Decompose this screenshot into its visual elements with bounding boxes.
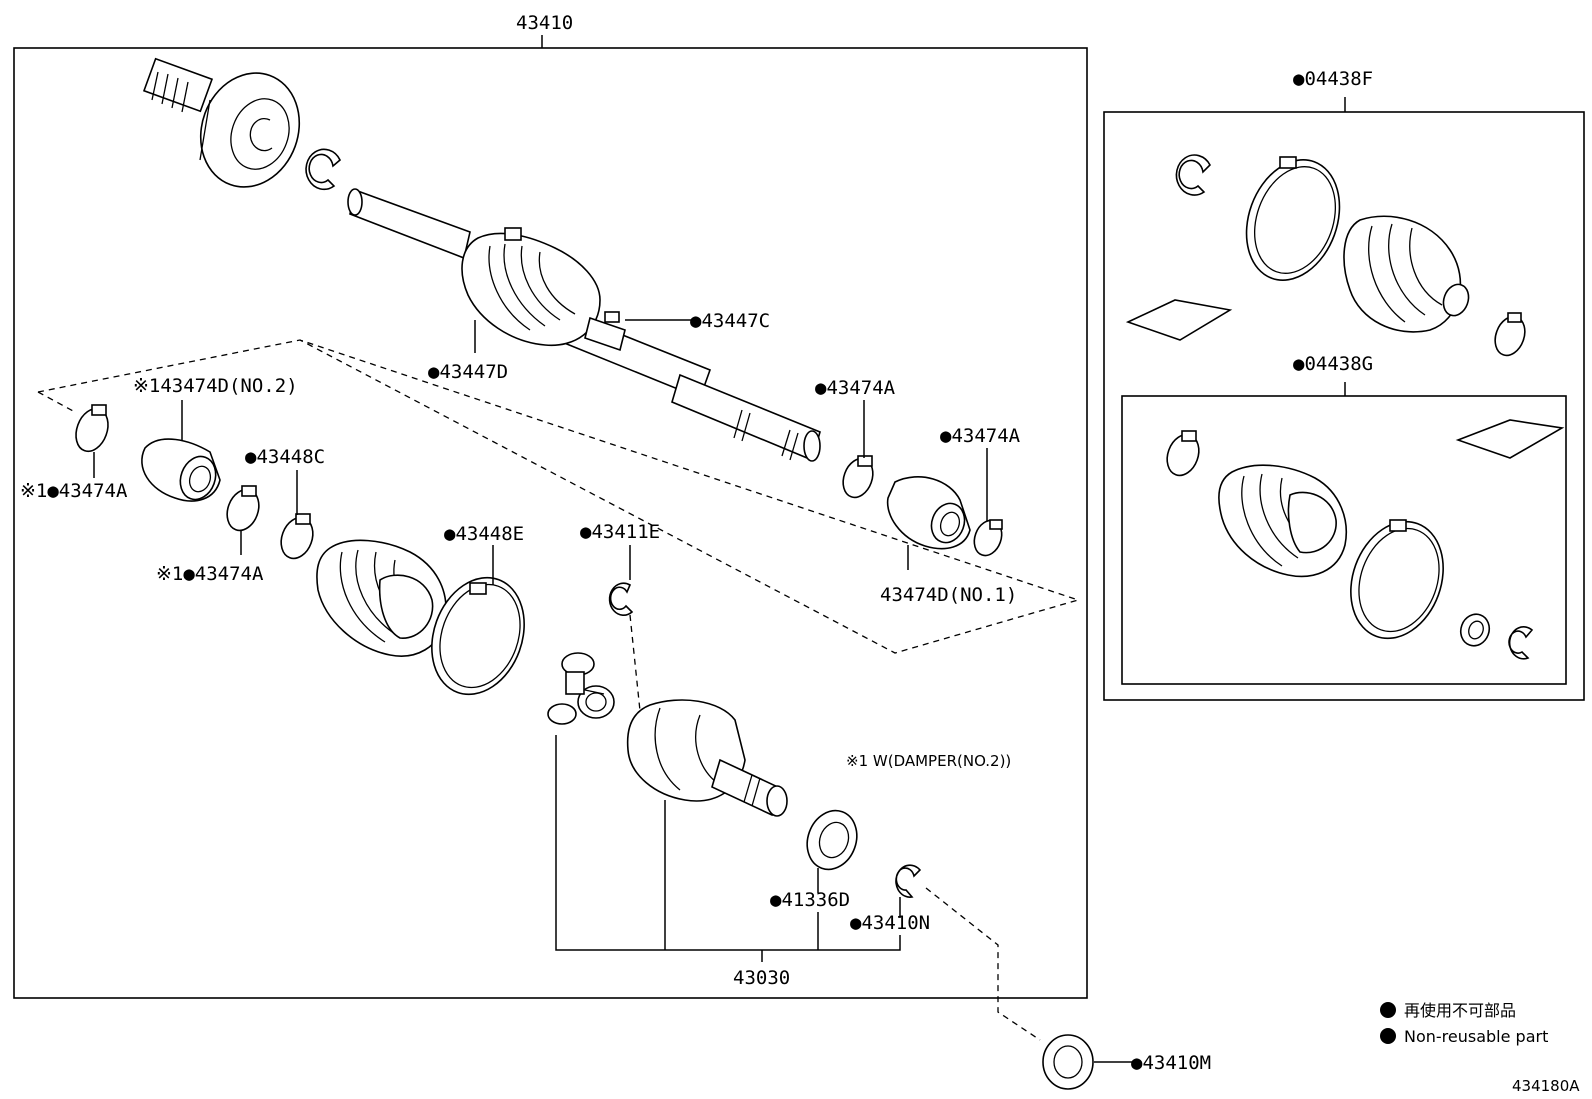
snap-ring-43410N xyxy=(895,864,922,898)
callout-43474D-no1: 43474D(NO.1) xyxy=(880,584,1017,606)
callout-43410N: ●43410N xyxy=(850,912,930,934)
legend-en: Non-reusable part xyxy=(1404,1027,1548,1046)
inner-damper-no2 xyxy=(141,438,221,502)
callout-43448E: ●43448E xyxy=(444,523,524,545)
subgroup-dashed-boundary xyxy=(37,339,1081,654)
bearing-43410M xyxy=(1042,1034,1094,1090)
assembly-number-label: 43410 xyxy=(516,12,573,34)
oil-seal-41336D xyxy=(806,809,858,871)
callout-43474A-left-2: ※1●43474A xyxy=(156,563,264,585)
legend: 再使用不可部品 Non-reusable part xyxy=(1380,1001,1548,1046)
inner-boot xyxy=(316,539,447,657)
bracket-43030 xyxy=(555,735,901,962)
callout-43474A-right-2: ●43474A xyxy=(940,425,1021,447)
callout-43410M: ●43410M xyxy=(1131,1052,1211,1074)
tripod-joint xyxy=(547,652,615,725)
callout-43447C: ●43447C xyxy=(690,310,770,332)
callout-43447D: ●43447D xyxy=(428,361,508,383)
callout-41336D: ●41336D xyxy=(770,889,850,911)
legend-jp: 再使用不可部品 xyxy=(1404,1001,1516,1020)
snap-ring-outer xyxy=(305,148,341,191)
callout-04438G: ●04438G xyxy=(1293,353,1373,375)
clamp-43448E xyxy=(431,576,525,696)
snap-ring-43411E xyxy=(608,582,634,617)
inner-damper-no1 xyxy=(886,476,971,550)
kit-frame-04438F: ●04438F xyxy=(1103,68,1585,701)
callout-04438F: ●04438F xyxy=(1293,68,1373,90)
figure-id: 434180A xyxy=(1512,1077,1580,1095)
callout-43030: 43030 xyxy=(733,967,790,989)
outer-cv-joint xyxy=(142,57,301,188)
callout-43474A-right-1: ●43474A xyxy=(815,377,896,399)
outer-boot-on-shaft xyxy=(461,227,626,352)
inner-joint-housing xyxy=(626,699,788,817)
callout-43474A-left-1: ※1●43474A xyxy=(20,480,128,502)
note-damper: ※1 W(DAMPER(NO.2)) xyxy=(846,752,1011,770)
main-assembly-frame: 43410 xyxy=(13,12,1088,999)
callout-43448C: ●43448C xyxy=(245,446,325,468)
callout-43474D-no2: ※143474D(NO.2) xyxy=(133,375,298,397)
kit-frame-04438G: ●04438G xyxy=(1121,353,1567,685)
callout-43411E: ●43411E xyxy=(580,521,660,543)
